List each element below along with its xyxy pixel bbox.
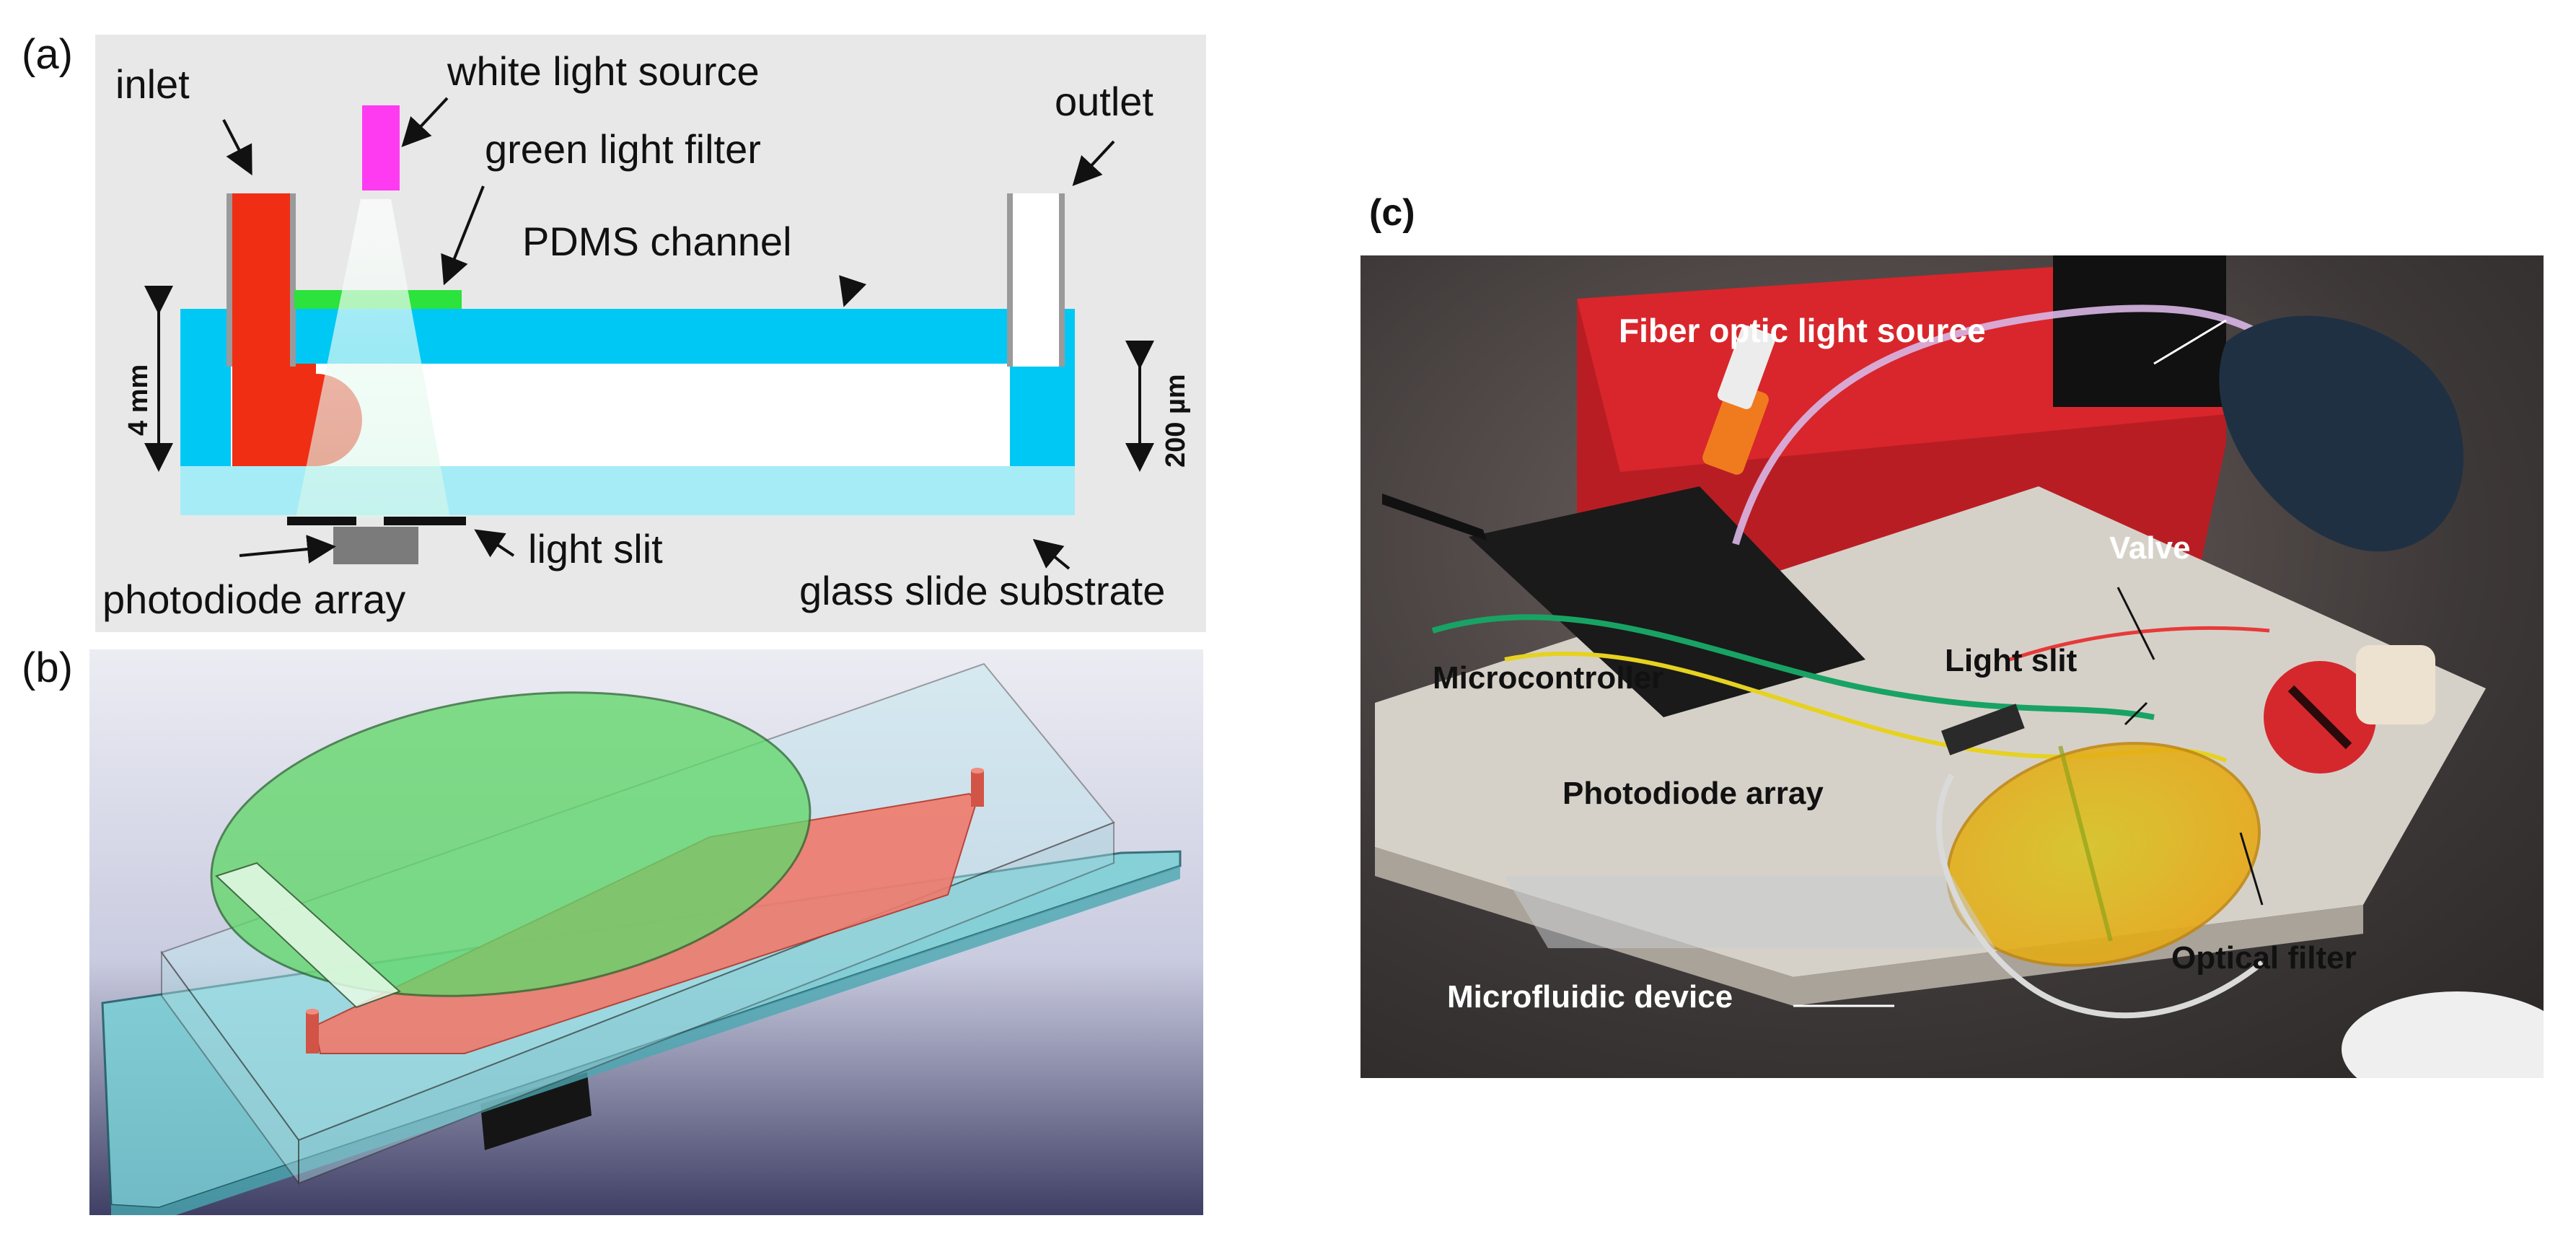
photodiode-block (333, 527, 418, 564)
light-beam (296, 199, 450, 518)
fiber-arrow (2153, 319, 2227, 365)
light-source-block (362, 105, 400, 190)
label-light-slit: Light slit (1945, 643, 2078, 678)
filter-pointer (2239, 832, 2264, 906)
microfluidic-chip (1505, 876, 1995, 948)
tube-coil (2342, 991, 2544, 1078)
label-fiber-optic: Fiber optic light source (1619, 312, 1986, 349)
label-white-light-source: white light source (447, 48, 760, 94)
usb-cable (1382, 494, 1487, 540)
label-outlet: outlet (1055, 79, 1153, 124)
valve-knob-mark (2287, 685, 2352, 750)
label-green-filter: green light filter (485, 126, 761, 172)
label-microcontroller: Microcontroller (1433, 660, 1663, 696)
label-inlet: inlet (115, 61, 190, 107)
label-valve: Valve (2109, 530, 2191, 566)
label-glass-substrate: glass slide substrate (799, 568, 1165, 613)
fluid-tubing (1936, 773, 2264, 1019)
glass-arrow (1032, 538, 1071, 570)
device-3d-render (89, 649, 1203, 1215)
light-slit-left (287, 517, 356, 525)
inlet-post (306, 1012, 319, 1054)
wire-green (1431, 614, 2155, 720)
inlet-fluid (232, 193, 316, 466)
cross-section-diagram: inlet white light source green light fil… (95, 35, 1206, 632)
light-slit-right (384, 517, 466, 525)
green-filter-disc (210, 691, 812, 997)
label-light-slit: light slit (528, 526, 663, 571)
fiber-syringe (1717, 325, 1776, 409)
outlet-post-top (971, 768, 984, 774)
photodiode-arrow (239, 535, 336, 564)
outlet-tube (1013, 193, 1059, 367)
panel-b-label: (b) (22, 644, 73, 691)
label-200um: 200 µm (1161, 374, 1191, 468)
panel-a-label: (a) (22, 31, 73, 78)
housing-panel (2053, 255, 2226, 407)
light-source-arrow (401, 97, 449, 147)
outlet-arrow (1072, 140, 1115, 186)
light-slit-3d (215, 862, 401, 1009)
outlet-post (971, 771, 984, 807)
photodiode-pointer (2124, 701, 2148, 726)
label-photodiode-array: photodiode array (102, 577, 405, 622)
pdms-box-side (161, 950, 299, 1186)
label-pdms-channel: PDMS channel (522, 219, 792, 264)
wire-red (2009, 626, 2270, 662)
slit-arrow (474, 529, 515, 558)
filter-slit-line (2058, 745, 2113, 942)
panel-c-label: (c) (1369, 192, 1415, 234)
pdms-arrow (839, 275, 867, 307)
inlet-arrow (222, 119, 252, 176)
inlet-post-top (306, 1009, 319, 1015)
pdms-right-wall (1010, 364, 1075, 466)
label-optical-filter: Optical filter (2171, 940, 2357, 976)
valve-body (2356, 645, 2435, 724)
label-microfluidic-device: Microfluidic device (1447, 979, 1733, 1015)
photodiode-chip (1940, 704, 2025, 755)
photodiode-3d (480, 1072, 592, 1150)
label-4mm: 4 mm (123, 364, 154, 436)
pdms-top (180, 309, 1075, 364)
fiber-connector (1702, 382, 1769, 475)
filter-arrow (441, 185, 485, 286)
valve-bulb (2219, 315, 2464, 552)
slit-pointer (2116, 587, 2155, 660)
device-photograph: Fiber optic light source Valve Microcont… (1360, 255, 2544, 1078)
microcontroller-board (1469, 486, 1865, 717)
pdms-left-wall (180, 364, 231, 466)
label-photodiode-array: Photodiode array (1562, 776, 1824, 811)
